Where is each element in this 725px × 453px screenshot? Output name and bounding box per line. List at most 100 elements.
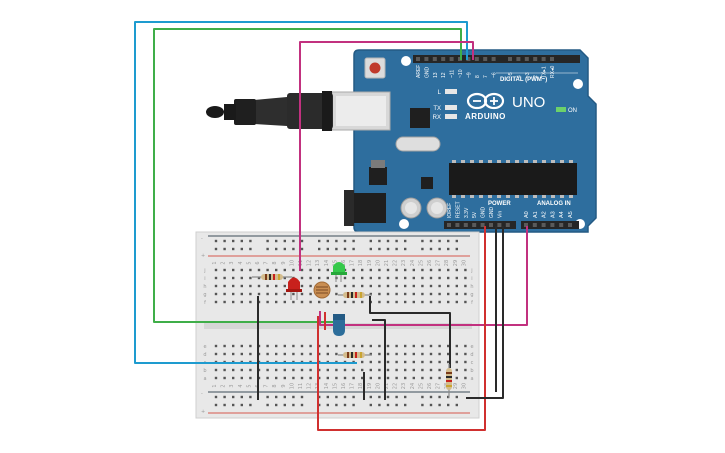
rail-hole[interactable] [343, 247, 347, 251]
rail-hole[interactable] [214, 239, 218, 243]
rail-hole[interactable] [240, 239, 243, 243]
breadboard-hole[interactable] [395, 352, 398, 356]
rail-hole[interactable] [455, 247, 458, 251]
breadboard-hole[interactable] [240, 368, 243, 372]
breadboard-hole[interactable] [335, 284, 338, 288]
breadboard-hole[interactable] [455, 292, 458, 296]
breadboard-hole[interactable] [361, 368, 364, 372]
breadboard-hole[interactable] [412, 360, 415, 364]
breadboard-hole[interactable] [378, 352, 381, 356]
breadboard-hole[interactable] [378, 368, 381, 372]
breadboard-hole[interactable] [395, 344, 398, 348]
breadboard-hole[interactable] [240, 276, 243, 280]
header-hole[interactable] [416, 57, 420, 61]
breadboard-hole[interactable] [335, 352, 338, 356]
rail-hole[interactable] [335, 247, 338, 251]
potentiometer[interactable] [333, 314, 345, 336]
rail-hole[interactable] [343, 239, 347, 243]
rail-hole[interactable] [438, 239, 441, 243]
reset-button-cap[interactable] [369, 62, 381, 74]
wire-magenta-pin10[interactable] [299, 41, 474, 271]
breadboard-hole[interactable] [318, 276, 321, 280]
breadboard-hole[interactable] [309, 368, 312, 372]
rail-hole[interactable] [266, 403, 269, 407]
breadboard-hole[interactable] [447, 292, 450, 296]
header-hole[interactable] [568, 223, 572, 227]
rail-hole[interactable] [438, 247, 441, 251]
breadboard-hole[interactable] [378, 344, 381, 348]
breadboard-hole[interactable] [386, 292, 390, 296]
breadboard-hole[interactable] [429, 344, 433, 348]
breadboard-hole[interactable] [326, 268, 329, 272]
breadboard-hole[interactable] [249, 268, 252, 272]
rail-hole[interactable] [429, 239, 433, 243]
header-hole[interactable] [424, 57, 429, 61]
wire-red-5v[interactable] [317, 226, 486, 431]
breadboard-hole[interactable] [361, 376, 364, 380]
header-hole[interactable] [508, 57, 512, 61]
header-hole[interactable] [432, 57, 437, 61]
breadboard-hole[interactable] [369, 276, 372, 280]
breadboard-hole[interactable] [249, 352, 252, 356]
breadboard-hole[interactable] [266, 344, 269, 348]
breadboard-hole[interactable] [447, 268, 450, 272]
breadboard-hole[interactable] [404, 276, 407, 280]
rail-hole[interactable] [326, 395, 329, 399]
header-hole[interactable] [533, 57, 538, 61]
rail-hole[interactable] [369, 395, 372, 399]
breadboard-hole[interactable] [232, 352, 235, 356]
breadboard-hole[interactable] [257, 268, 261, 272]
breadboard-hole[interactable] [455, 376, 458, 380]
breadboard-hole[interactable] [214, 276, 218, 280]
breadboard-hole[interactable] [300, 268, 304, 272]
breadboard-hole[interactable] [395, 268, 398, 272]
breadboard-hole[interactable] [438, 268, 441, 272]
breadboard-hole[interactable] [283, 368, 286, 372]
rail-hole[interactable] [300, 395, 304, 399]
breadboard-hole[interactable] [326, 368, 329, 372]
breadboard-hole[interactable] [283, 376, 286, 380]
rail-hole[interactable] [240, 403, 243, 407]
breadboard-hole[interactable] [429, 284, 433, 288]
breadboard-hole[interactable] [300, 276, 304, 280]
breadboard-hole[interactable] [318, 376, 321, 380]
rail-hole[interactable] [421, 247, 424, 251]
breadboard-hole[interactable] [309, 268, 312, 272]
breadboard-hole[interactable] [343, 276, 347, 280]
breadboard-hole[interactable] [309, 376, 312, 380]
breadboard-hole[interactable] [309, 344, 312, 348]
rail-hole[interactable] [283, 247, 286, 251]
rail-hole[interactable] [421, 395, 424, 399]
breadboard-hole[interactable] [352, 368, 355, 372]
header-hole[interactable] [524, 223, 528, 227]
rail-hole[interactable] [292, 403, 295, 407]
rail-hole[interactable] [352, 395, 355, 399]
breadboard-hole[interactable] [283, 344, 286, 348]
rail-hole[interactable] [352, 403, 355, 407]
breadboard-hole[interactable] [464, 360, 467, 364]
breadboard-hole[interactable] [232, 344, 235, 348]
breadboard-hole[interactable] [326, 352, 329, 356]
breadboard-hole[interactable] [318, 344, 321, 348]
breadboard-hole[interactable] [214, 268, 218, 272]
wire-black-jumper-2[interactable] [369, 296, 451, 368]
rail-hole[interactable] [292, 247, 295, 251]
breadboard-hole[interactable] [240, 292, 243, 296]
breadboard-hole[interactable] [447, 360, 450, 364]
breadboard-hole[interactable] [395, 360, 398, 364]
rail-hole[interactable] [275, 403, 278, 407]
breadboard-hole[interactable] [292, 352, 295, 356]
rail-hole[interactable] [429, 395, 433, 399]
breadboard-hole[interactable] [275, 300, 278, 304]
breadboard-hole[interactable] [421, 300, 424, 304]
rail-hole[interactable] [395, 403, 398, 407]
breadboard-hole[interactable] [404, 376, 407, 380]
rail-hole[interactable] [223, 239, 226, 243]
breadboard-hole[interactable] [283, 292, 286, 296]
breadboard-hole[interactable] [455, 368, 458, 372]
rail-hole[interactable] [300, 403, 304, 407]
breadboard-hole[interactable] [361, 360, 364, 364]
breadboard-hole[interactable] [335, 300, 338, 304]
wire-black-gnd[interactable] [466, 226, 504, 399]
breadboard-hole[interactable] [378, 360, 381, 364]
